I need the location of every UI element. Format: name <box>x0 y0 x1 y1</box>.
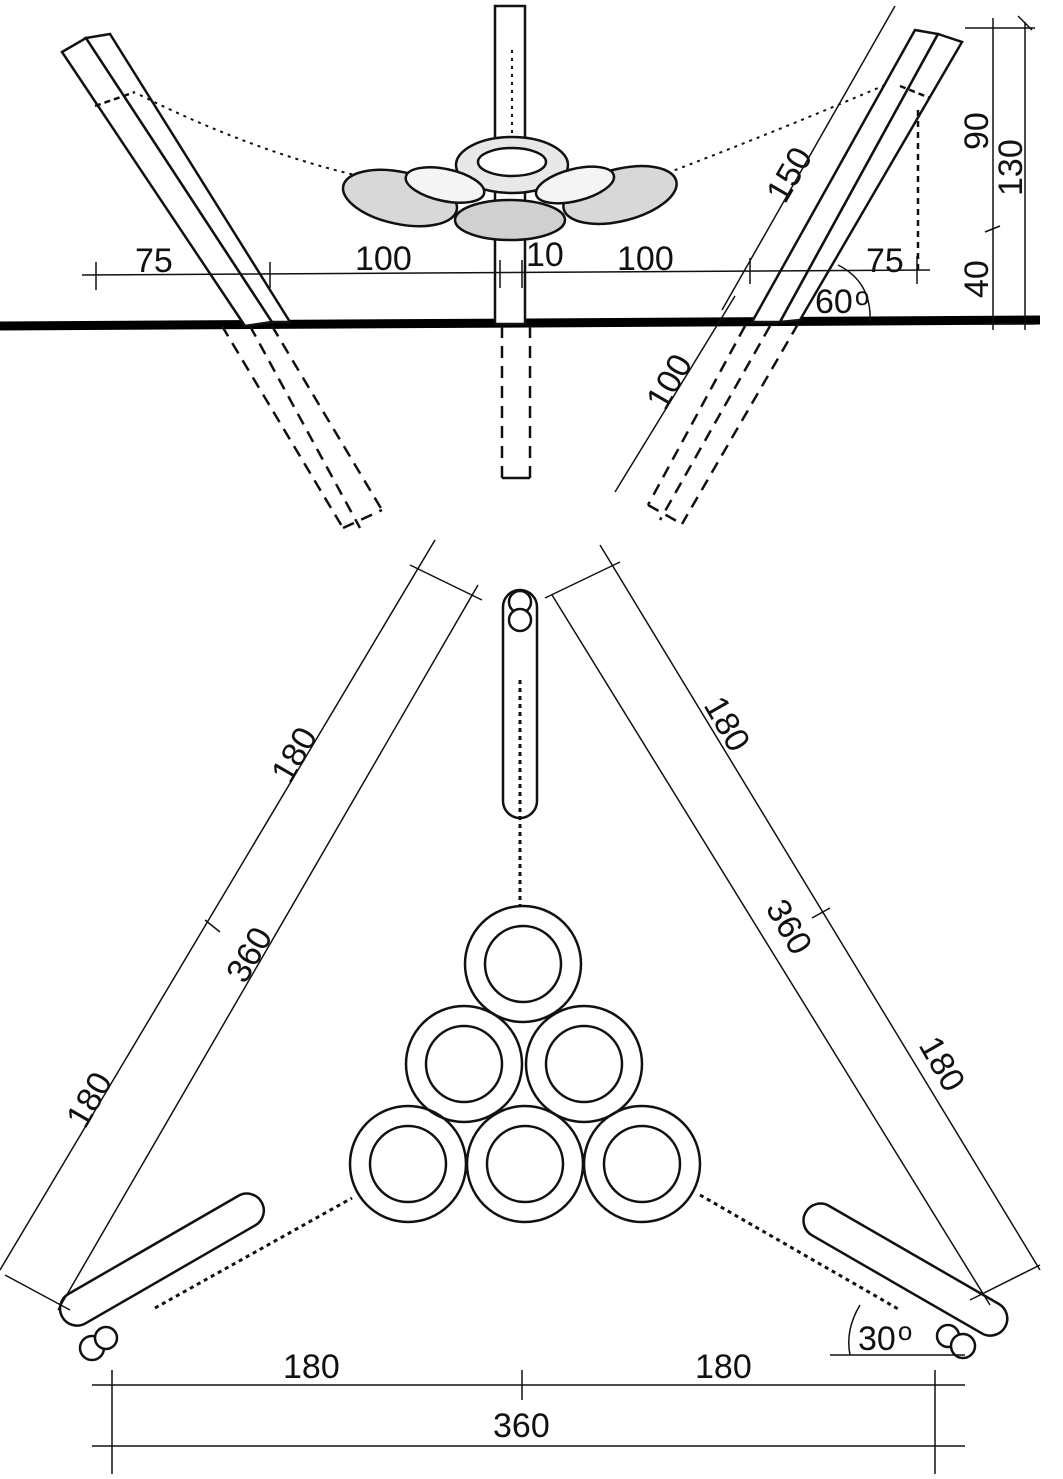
left-chain <box>139 94 356 176</box>
left-post-outer <box>60 36 275 328</box>
right-post-mid <box>777 32 964 324</box>
dim-plan-right-upper: 180 <box>696 690 757 758</box>
plan-left-post <box>58 1192 353 1362</box>
elevation-slanted-dims <box>614 5 896 493</box>
dim-plan-right-lower: 180 <box>911 1030 972 1098</box>
right-chain <box>669 84 886 173</box>
dim-post-width: 10 <box>526 236 564 274</box>
tire-seat-front <box>453 198 567 242</box>
left-post-pair <box>60 32 293 328</box>
dim-plan-left-lower: 180 <box>59 1066 120 1134</box>
plan-angle <box>830 1304 965 1356</box>
dim-elevation-angle: 60o <box>815 281 869 321</box>
dim-right-overhang: 75 <box>866 242 904 280</box>
elevation-angle-arc <box>837 264 871 323</box>
elevation-vertical-dims <box>965 15 1035 330</box>
tire-middle-right <box>524 1004 644 1124</box>
dim-right-span: 100 <box>617 240 674 278</box>
elevation-horizontal-dims <box>81 256 931 290</box>
elevation-chains <box>139 50 886 176</box>
tire-seat-cluster <box>341 135 678 242</box>
degree-symbol: o <box>898 1316 912 1346</box>
dim-plan-bottom-total: 360 <box>493 1407 550 1445</box>
tire-bottom-center <box>465 1104 585 1224</box>
plan-right-post <box>699 1193 1009 1360</box>
plan-top-post <box>501 588 539 905</box>
dim-top-height: 90 <box>958 112 996 150</box>
tire-pyramid <box>348 904 702 1224</box>
dim-plan-left-total: 360 <box>219 921 280 989</box>
elevation-view: 75 100 10 100 75 90 130 40 150 100 60o <box>0 4 1041 530</box>
plan-left-dims <box>0 539 483 1311</box>
right-post-pair <box>749 28 964 324</box>
dim-plan-left-upper: 180 <box>264 721 325 789</box>
left-post-underground <box>220 325 384 530</box>
dim-leg-below: 100 <box>639 348 700 416</box>
plan-view: 180 360 180 180 360 180 30o 180 180 <box>0 539 1041 1474</box>
dim-plan-right-total: 360 <box>758 893 819 961</box>
dim-plan-bottom-right: 180 <box>695 1348 752 1386</box>
degree-symbol: o <box>855 281 869 311</box>
plan-right-dims <box>544 544 1041 1306</box>
tire-top <box>463 904 583 1024</box>
dim-seat-height: 40 <box>958 260 996 298</box>
dim-plan-angle: 30o <box>858 1316 912 1358</box>
dim-plan-bottom-left: 180 <box>283 1348 340 1386</box>
tire-middle-left <box>404 1004 524 1124</box>
dim-leg-above: 150 <box>759 141 820 209</box>
dim-left-span: 100 <box>355 240 412 278</box>
dim-total-height: 130 <box>992 139 1030 196</box>
tire-bottom-right <box>582 1104 702 1224</box>
right-post-underground <box>646 323 800 526</box>
dim-left-overhang: 75 <box>135 242 173 280</box>
tire-bottom-left <box>348 1104 468 1224</box>
left-post-inner <box>83 32 293 324</box>
plan-bottom-dims <box>92 1370 965 1474</box>
